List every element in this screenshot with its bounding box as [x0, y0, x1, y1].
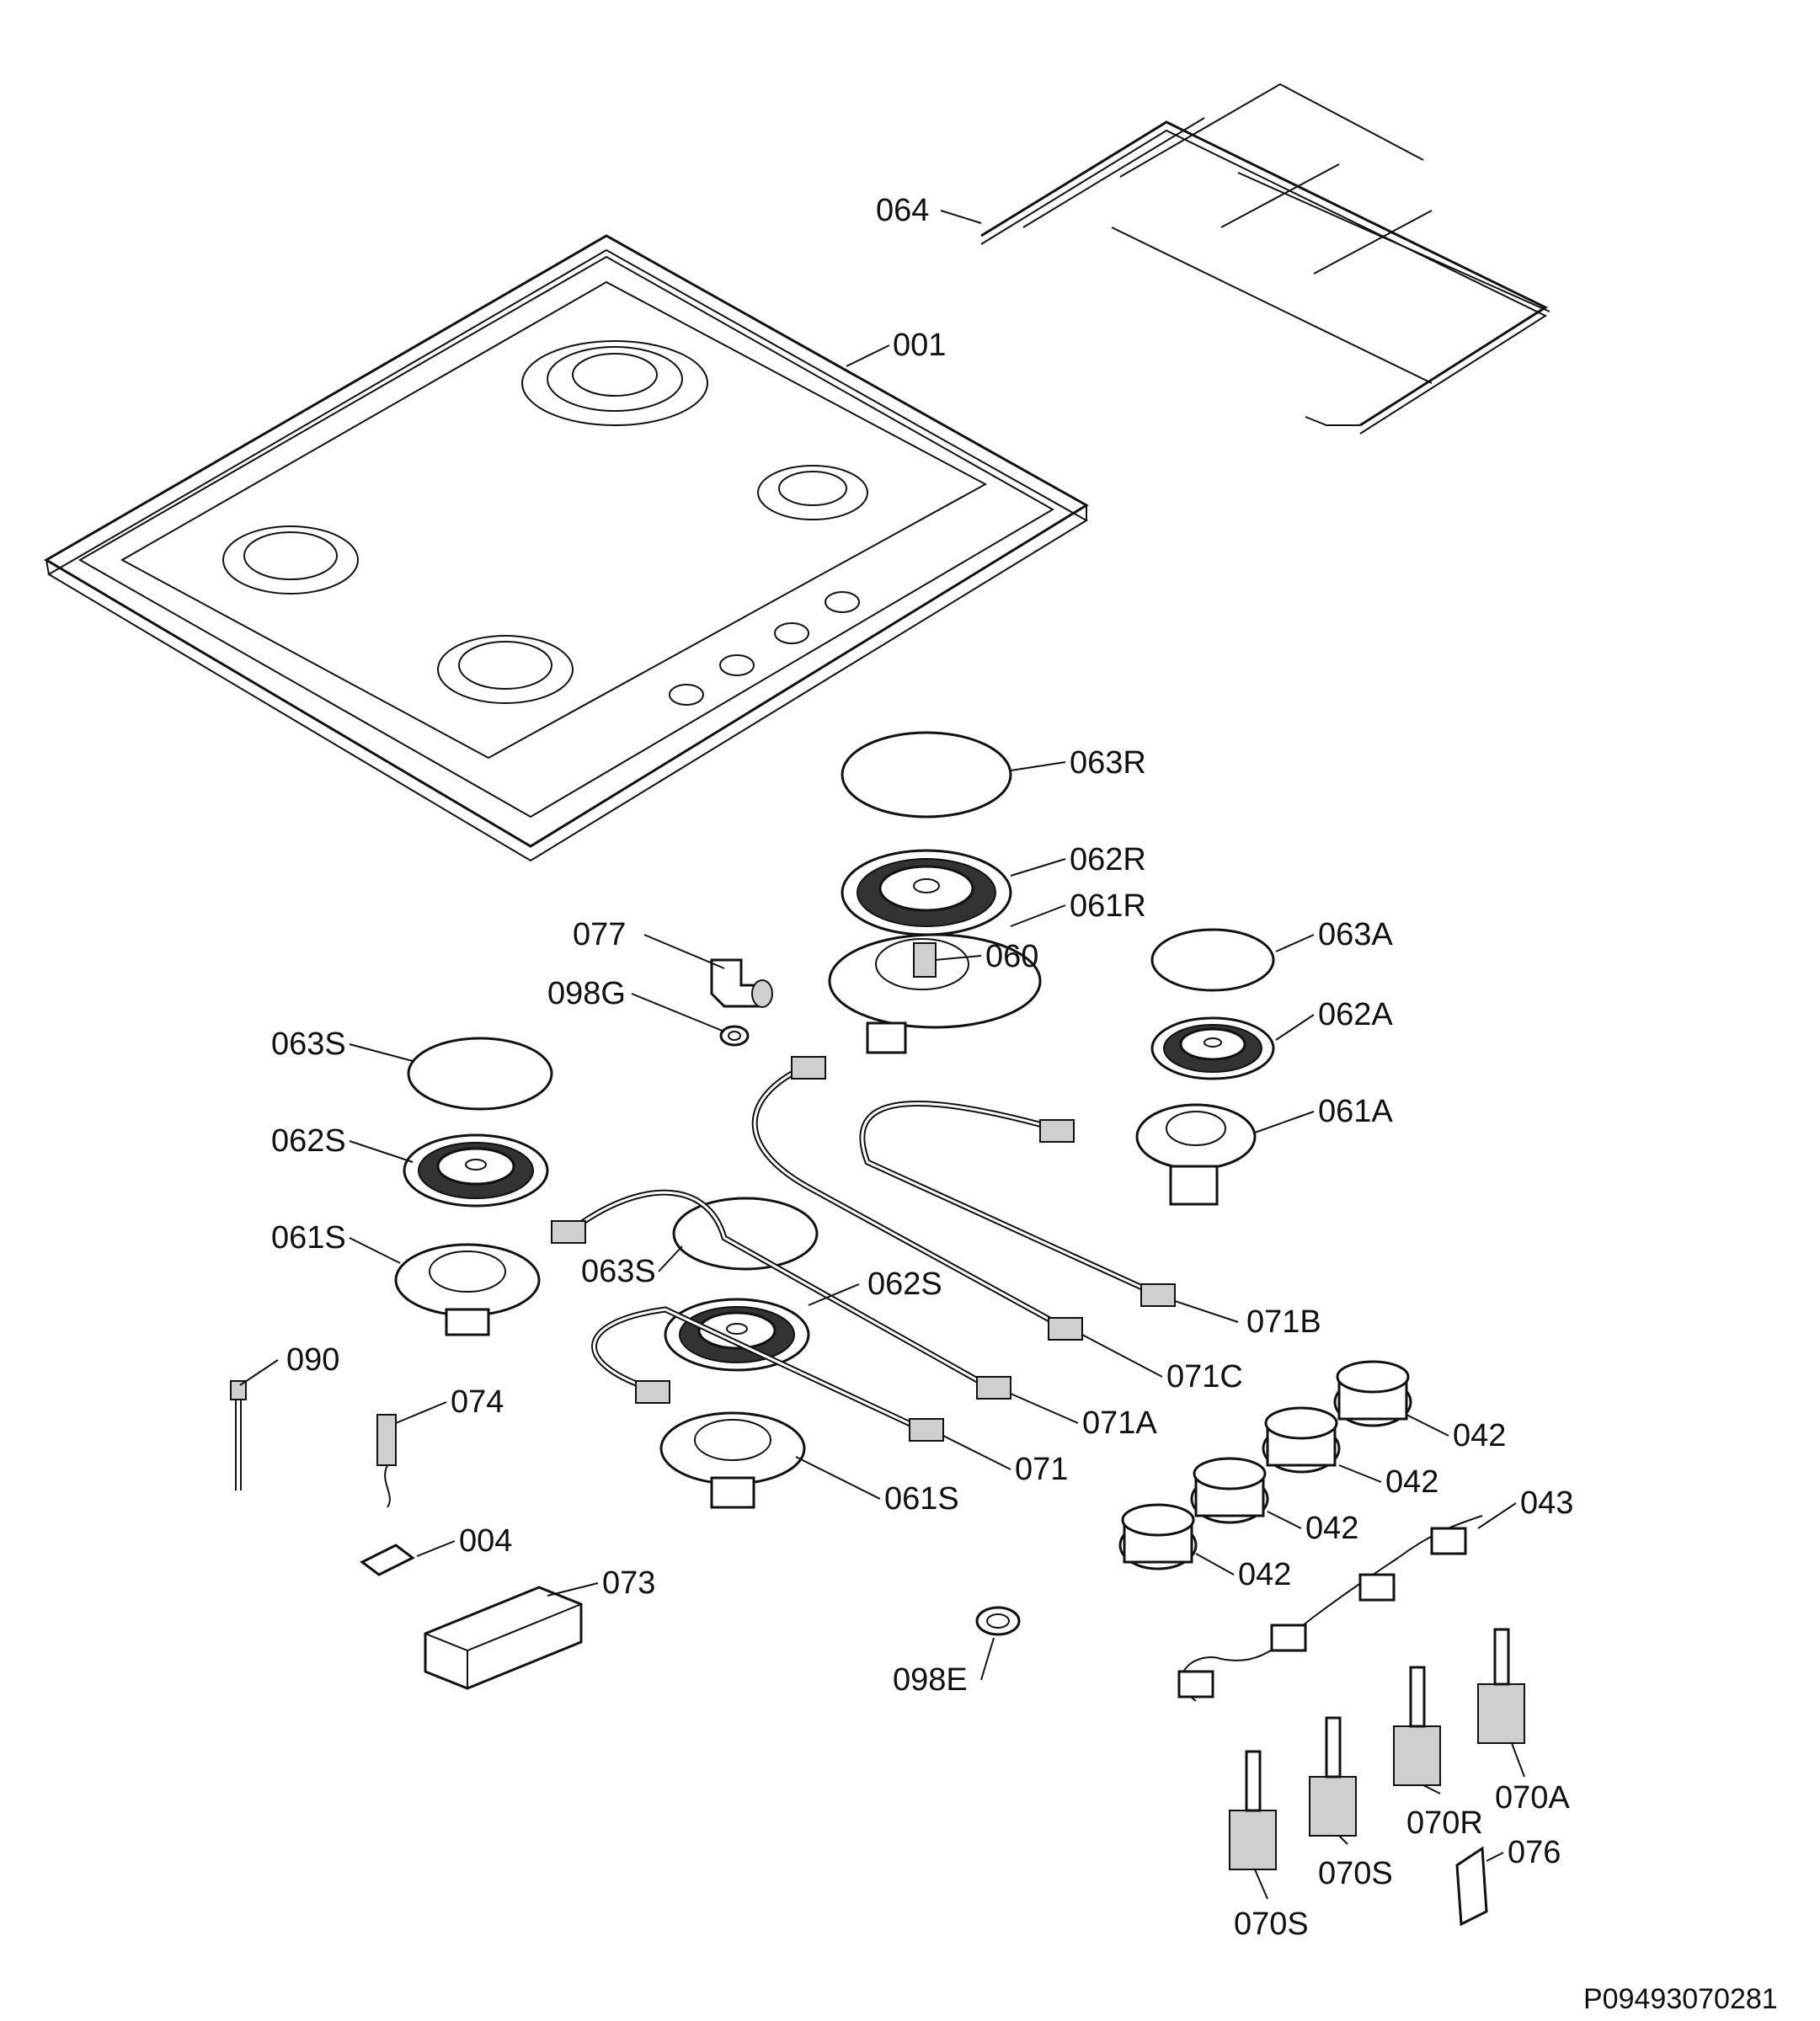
- label-076: 076: [1508, 1835, 1561, 1870]
- label-063S-centre: 063S: [581, 1254, 656, 1289]
- label-063R: 063R: [1070, 745, 1146, 781]
- label-098G: 098G: [547, 976, 626, 1011]
- hob-top-plate: [44, 234, 1089, 862]
- label-070R: 070R: [1406, 1805, 1483, 1841]
- label-062A: 062A: [1318, 997, 1393, 1032]
- label-004: 004: [459, 1523, 512, 1559]
- label-071B: 071B: [1246, 1304, 1321, 1340]
- gas-taps: [1229, 1628, 1525, 1870]
- label-061A: 061A: [1318, 1094, 1393, 1129]
- label-060: 060: [985, 939, 1038, 974]
- label-063A: 063A: [1318, 917, 1393, 952]
- label-070S-right: 070S: [1318, 1856, 1393, 1891]
- label-071A: 071A: [1082, 1405, 1157, 1441]
- burner-rear: [828, 731, 1042, 1054]
- control-knobs: [1118, 1360, 1412, 1570]
- label-061S-left: 061S: [271, 1220, 346, 1256]
- label-043: 043: [1520, 1485, 1573, 1521]
- label-070S-left: 070S: [1234, 1906, 1309, 1942]
- microswitch-harness: [1177, 1515, 1483, 1702]
- label-071: 071: [1015, 1452, 1068, 1487]
- label-070A: 070A: [1495, 1780, 1570, 1816]
- small-parts: [230, 958, 1488, 1927]
- label-064: 064: [876, 193, 929, 228]
- label-042-b: 042: [1385, 1464, 1438, 1500]
- pan-support-grid: [980, 83, 1550, 435]
- leader-lines: [239, 210, 1525, 1900]
- label-062R: 062R: [1070, 842, 1146, 877]
- label-098E: 098E: [893, 1662, 968, 1698]
- label-090: 090: [286, 1342, 339, 1378]
- burner-semi-rapid-left: [394, 1037, 553, 1336]
- label-062S-centre: 062S: [867, 1266, 942, 1302]
- label-061R: 061R: [1070, 888, 1146, 924]
- label-042-c: 042: [1305, 1511, 1358, 1546]
- label-042-d: 042: [1238, 1557, 1291, 1592]
- reference-code: P09493070281: [1583, 1983, 1778, 2015]
- label-063S-left: 063S: [271, 1026, 346, 1062]
- label-001: 001: [893, 328, 946, 363]
- label-073: 073: [602, 1565, 655, 1601]
- burner-auxiliary: [1135, 928, 1275, 1206]
- label-071C: 071C: [1166, 1359, 1243, 1394]
- label-061S-centre: 061S: [884, 1481, 959, 1517]
- label-042-a: 042: [1453, 1418, 1506, 1453]
- label-074: 074: [451, 1384, 504, 1420]
- gas-pipes: [551, 1056, 1176, 1442]
- part-labels: 064 001 063R 062R 061R 077 060 063A 098G…: [271, 193, 1573, 1942]
- label-062S-left: 062S: [271, 1123, 346, 1159]
- label-077: 077: [573, 917, 626, 952]
- burner-semi-rapid-centre: [659, 1197, 819, 1509]
